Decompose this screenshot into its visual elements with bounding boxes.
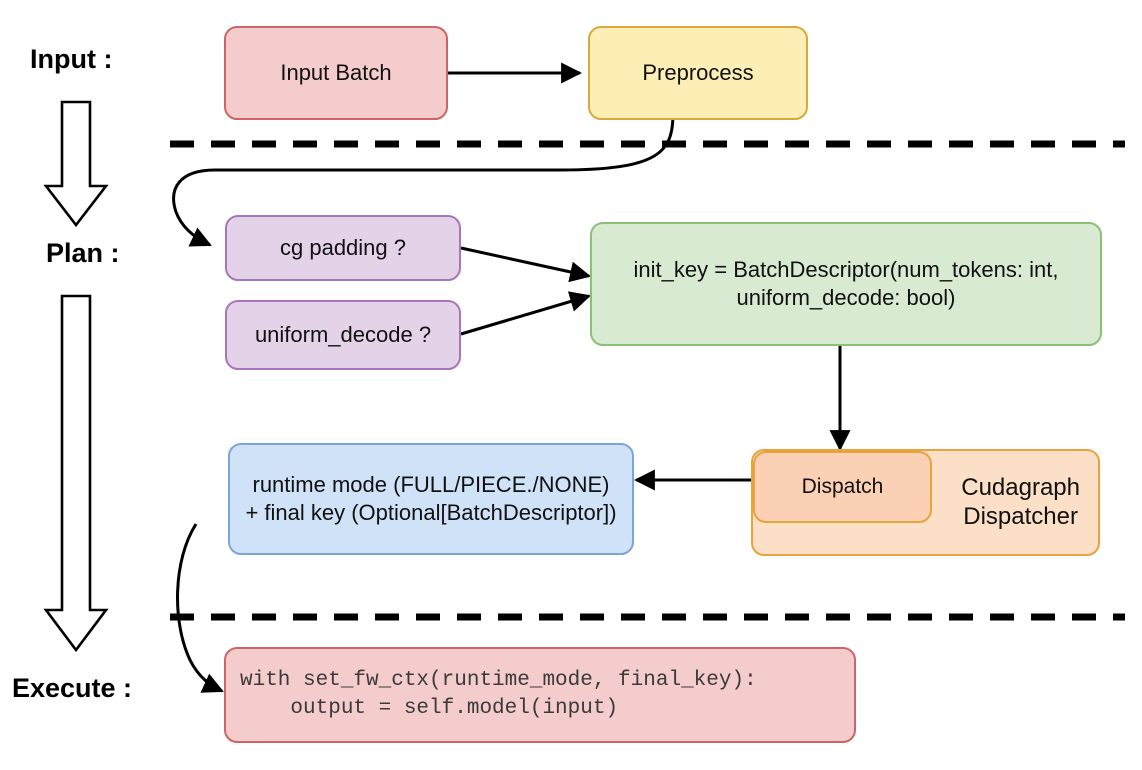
node-runtime-mode[interactable]: runtime mode (FULL/PIECE./NONE) + final … (228, 443, 634, 555)
node-input-batch[interactable]: Input Batch (224, 26, 448, 120)
node-cg-padding[interactable]: cg padding ? (225, 215, 461, 281)
stage-label-input: Input : (30, 44, 113, 74)
edge-cg-padding-to-init-key (460, 246, 592, 283)
node-execute-code[interactable]: with set_fw_ctx(runtime_mode, final_key)… (224, 647, 856, 743)
input-to-plan-arrow (43, 100, 109, 228)
node-dispatch[interactable]: Dispatch (753, 451, 932, 523)
node-runtime-mode-label: runtime mode (FULL/PIECE./NONE) + final … (245, 471, 617, 525)
node-init-key[interactable]: init_key = BatchDescriptor(num_tokens: i… (590, 222, 1102, 346)
stage-label-plan: Plan : (46, 238, 120, 268)
node-preprocess[interactable]: Preprocess (588, 26, 808, 120)
plan-to-execute-arrow (43, 294, 109, 653)
node-preprocess-label: Preprocess (642, 59, 754, 85)
node-init-key-label: init_key = BatchDescriptor(num_tokens: i… (633, 256, 1059, 310)
node-uniform-decode[interactable]: uniform_decode ? (225, 300, 461, 370)
node-input-batch-label: Input Batch (280, 59, 392, 85)
edge-runtime-mode-to-execute-code (176, 523, 224, 693)
node-cudagraph-dispatcher-label: Cudagraph Dispatcher (961, 474, 1080, 530)
node-cg-padding-label: cg padding ? (280, 234, 406, 260)
node-execute-code-label: with set_fw_ctx(runtime_mode, final_key)… (240, 668, 757, 720)
node-dispatch-label: Dispatch (801, 474, 884, 498)
edge-uniform-decode-to-init-key (460, 291, 592, 336)
stage-label-execute: Execute : (12, 673, 133, 703)
node-uniform-decode-label: uniform_decode ? (254, 321, 432, 347)
